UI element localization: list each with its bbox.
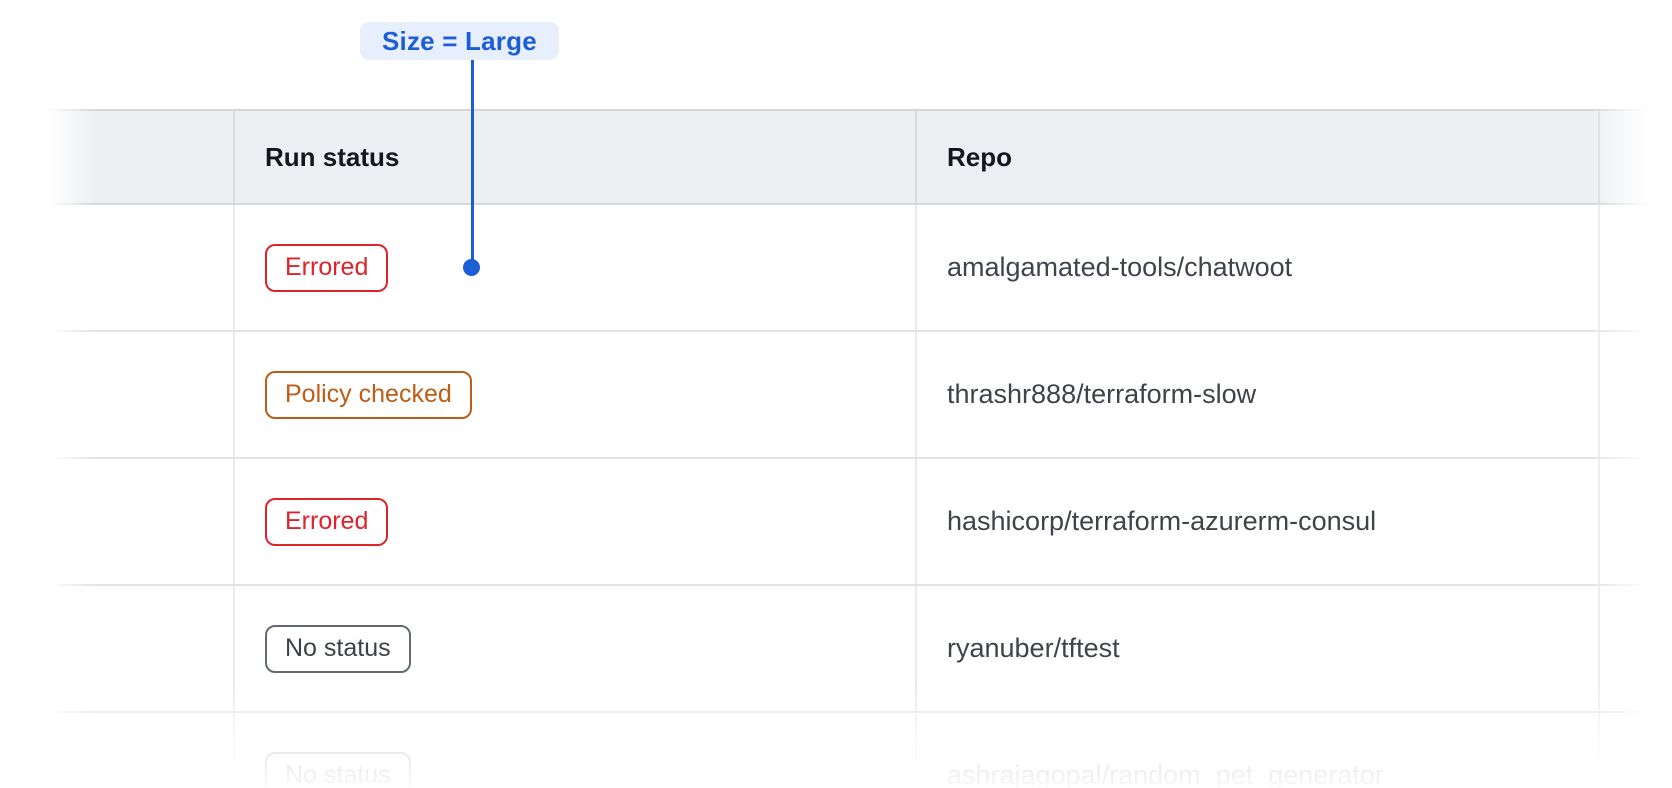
run-status-cell: Policy checked [233,332,915,457]
table-row[interactable]: No status ryanuber/tftest [43,586,1672,713]
column-header-blank-left [43,111,233,203]
run-status-cell: Errored [233,459,915,584]
repo-cell: ryanuber/tftest [915,586,1598,711]
column-header-blank-right [1598,111,1672,203]
repo-name: ryanuber/tftest [947,633,1120,663]
row-blank-cell-left [43,332,233,457]
row-blank-cell-right [1598,713,1672,788]
column-header-repo: Repo [915,111,1598,203]
row-blank-cell-right [1598,586,1672,711]
row-blank-cell-left [43,586,233,711]
table-row[interactable]: Errored hashicorp/terraform-azurerm-cons… [43,459,1672,586]
repo-cell: ashrajagopal/random_pet_generator [915,713,1598,788]
table-row[interactable]: No status ashrajagopal/random_pet_genera… [43,713,1672,788]
repo-name: ashrajagopal/random_pet_generator [947,760,1384,788]
column-header-run-status: Run status [233,111,915,203]
row-blank-cell-right [1598,332,1672,457]
repo-name: hashicorp/terraform-azurerm-consul [947,506,1377,536]
workspaces-table: Run status Repo Errored amalgamated-tool… [43,109,1672,788]
repo-name: thrashr888/terraform-slow [947,379,1257,409]
repo-cell: thrashr888/terraform-slow [915,332,1598,457]
table-row[interactable]: Errored amalgamated-tools/chatwoot [43,205,1672,332]
status-badge: Errored [265,243,389,292]
run-status-cell: No status [233,586,915,711]
table-row[interactable]: Policy checked thrashr888/terraform-slow [43,332,1672,459]
row-blank-cell-right [1598,205,1672,330]
status-badge: Policy checked [265,370,472,419]
table-header-row: Run status Repo [43,111,1672,205]
repo-name: amalgamated-tools/chatwoot [947,252,1293,282]
repo-cell: amalgamated-tools/chatwoot [915,205,1598,330]
table-body: Errored amalgamated-tools/chatwoot Polic… [43,205,1672,788]
row-blank-cell-left [43,713,233,788]
row-blank-cell-left [43,459,233,584]
annotation-connector-line [471,60,474,260]
status-badge: Errored [265,497,389,546]
annotation-pill: Size = Large [360,22,559,60]
row-blank-cell-right [1598,459,1672,584]
annotation-connector-dot [463,259,480,276]
row-blank-cell-left [43,205,233,330]
run-status-cell: Errored [233,205,915,330]
run-status-cell: No status [233,713,915,788]
repo-cell: hashicorp/terraform-azurerm-consul [915,459,1598,584]
status-badge: No status [265,624,411,673]
status-badge: No status [265,751,411,788]
